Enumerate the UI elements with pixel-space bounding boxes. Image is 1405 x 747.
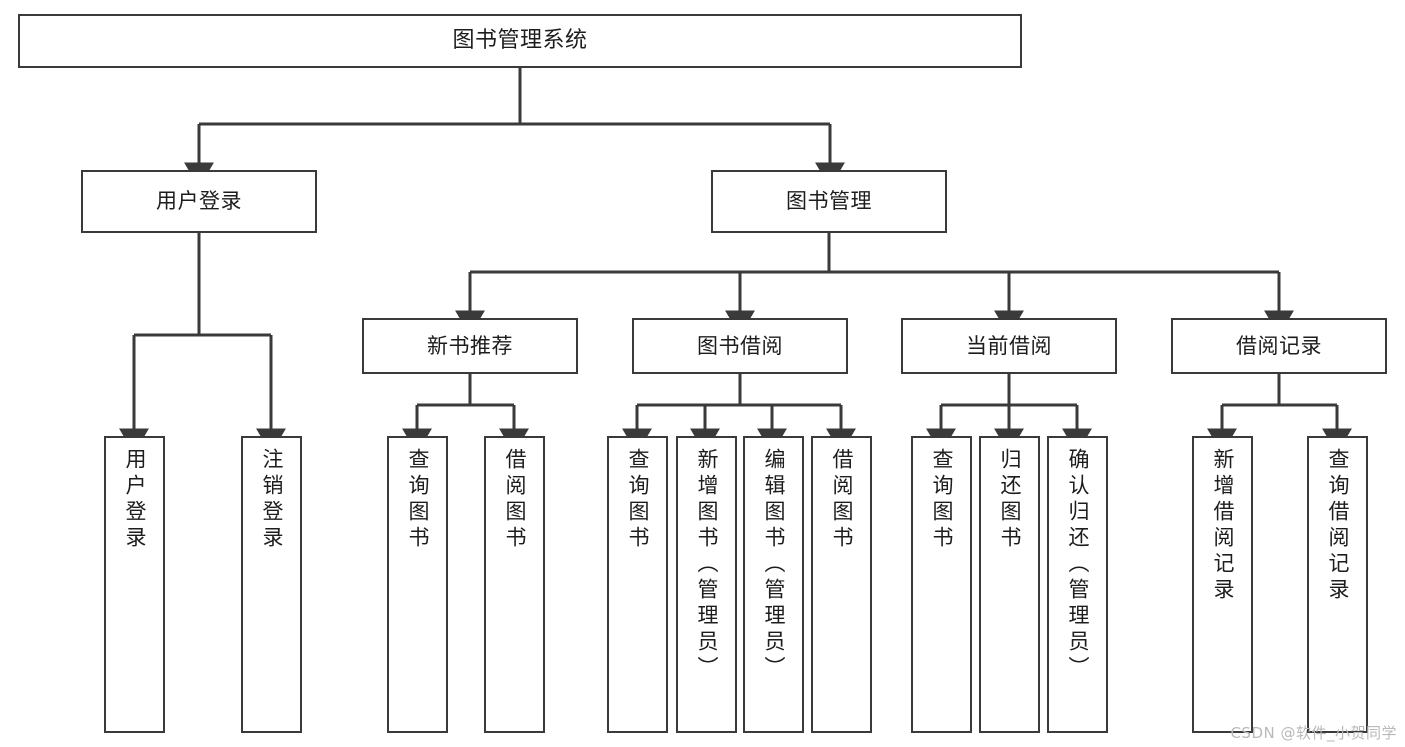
node-root-system[interactable]: 图书管理系统: [18, 14, 1022, 68]
leaf-borrow-book-recommend[interactable]: 借阅图书: [484, 436, 545, 733]
leaf-logout-login[interactable]: 注销登录: [241, 436, 302, 733]
node-label: 图书管理系统: [452, 28, 588, 54]
leaf-confirm-return-admin[interactable]: 确认归还（管理员）: [1047, 436, 1108, 733]
node-label: 用户登录: [156, 189, 242, 214]
node-label: 归还图书: [998, 448, 1022, 552]
node-label: 新增借阅记录: [1211, 448, 1235, 604]
leaf-query-book-borrow[interactable]: 查询图书: [607, 436, 668, 733]
leaf-query-borrow-record[interactable]: 查询借阅记录: [1307, 436, 1368, 733]
leaf-query-book-current[interactable]: 查询图书: [911, 436, 972, 733]
leaf-borrow-book[interactable]: 借阅图书: [811, 436, 872, 733]
node-current-borrow[interactable]: 当前借阅: [901, 318, 1117, 374]
node-book-management[interactable]: 图书管理: [711, 170, 947, 233]
node-label: 当前借阅: [966, 333, 1052, 358]
node-label: 确认归还（管理员）: [1066, 448, 1090, 682]
node-label: 查询借阅记录: [1326, 448, 1350, 604]
leaf-add-book-admin[interactable]: 新增图书（管理员）: [676, 436, 737, 733]
node-label: 借阅图书: [830, 448, 854, 552]
leaf-user-login[interactable]: 用户登录: [104, 436, 165, 733]
node-label: 查询图书: [930, 448, 954, 552]
leaf-return-book[interactable]: 归还图书: [979, 436, 1040, 733]
leaf-query-book-recommend[interactable]: 查询图书: [387, 436, 448, 733]
node-book-borrow[interactable]: 图书借阅: [632, 318, 848, 374]
csdn-watermark: CSDN @软件_小贺同学: [1230, 724, 1397, 742]
node-label: 新增图书（管理员）: [695, 448, 719, 682]
node-label: 用户登录: [123, 448, 147, 552]
node-label: 借阅记录: [1236, 333, 1322, 358]
node-user-login[interactable]: 用户登录: [81, 170, 317, 233]
node-label: 新书推荐: [427, 333, 513, 358]
node-label: 图书管理: [786, 189, 872, 214]
node-label: 编辑图书（管理员）: [762, 448, 786, 682]
node-new-book-recommend[interactable]: 新书推荐: [362, 318, 578, 374]
node-label: 注销登录: [260, 448, 284, 552]
leaf-edit-book-admin[interactable]: 编辑图书（管理员）: [743, 436, 804, 733]
node-label: 查询图书: [406, 448, 430, 552]
leaf-add-borrow-record[interactable]: 新增借阅记录: [1192, 436, 1253, 733]
node-label: 图书借阅: [697, 333, 783, 358]
node-label: 查询图书: [626, 448, 650, 552]
node-label: 借阅图书: [503, 448, 527, 552]
node-borrow-record[interactable]: 借阅记录: [1171, 318, 1387, 374]
